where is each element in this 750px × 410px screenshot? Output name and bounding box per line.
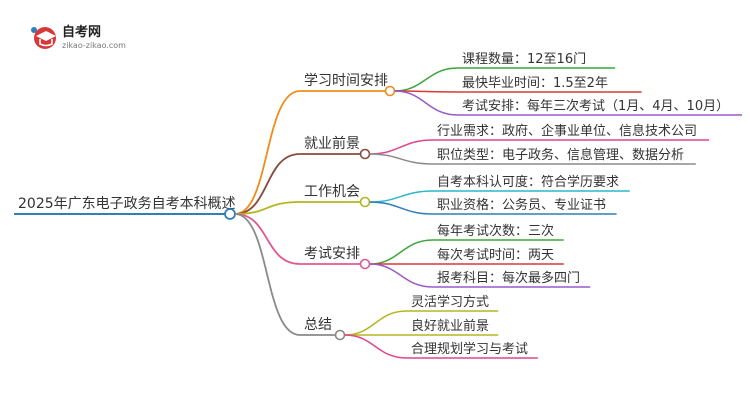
branch-2: 就业前景 行业需求：政府、企事业单位、信息技术公司职位类型：电子政务、信息管理、数… <box>234 123 709 215</box>
leaf-label: 报考科目：每次最多四门 <box>437 270 580 286</box>
leaf-5-3: 合理规划学习与考试 <box>344 334 538 359</box>
leaf-connector <box>369 239 434 265</box>
branch-label: 学习时间安排 <box>304 73 388 89</box>
branch-connector <box>234 201 301 215</box>
leaf-connector <box>369 139 434 155</box>
branch-node <box>334 329 346 341</box>
graduation-cap-icon <box>31 27 56 49</box>
leaf-connector <box>369 190 434 203</box>
leaf-connector <box>344 334 408 359</box>
branch-node <box>384 85 396 97</box>
branch-node <box>359 258 371 270</box>
leaf-connector <box>344 310 408 336</box>
branch-label: 就业前景 <box>304 135 360 152</box>
logo-title: 自考网 <box>62 24 101 40</box>
root-node: 2025年广东电子政务自考本科概述 <box>14 196 236 220</box>
leaf-connector <box>394 67 459 92</box>
leaf-connector <box>369 201 434 215</box>
leaf-2-2: 职位类型：电子政务、信息管理、数据分析 <box>369 147 696 165</box>
leaf-1-3: 考试安排：每年三次考试（1月、4月、10月） <box>394 90 742 116</box>
leaf-connector <box>369 153 434 165</box>
leaf-1-2: 最快毕业时间：1.5至2年 <box>394 76 642 93</box>
leaf-label: 良好就业前景 <box>411 318 489 334</box>
root-label: 2025年广东电子政务自考本科概述 <box>18 196 236 212</box>
branches-layer: 学习时间安排 课程数量：12至16门最快毕业时间：1.5至2年考试安排：每年三次考… <box>234 52 742 359</box>
leaf-label: 职位类型：电子政务、信息管理、数据分析 <box>437 147 684 163</box>
branch-label: 总结 <box>304 317 332 333</box>
leaf-label: 合理规划学习与考试 <box>411 341 528 357</box>
leaf-3-2: 职业资格：公务员、专业证书 <box>369 197 617 215</box>
leaf-label: 灵活学习方式 <box>411 294 489 310</box>
root-connector <box>224 208 236 220</box>
leaf-label: 最快毕业时间：1.5至2年 <box>462 76 608 91</box>
leaf-label: 行业需求：政府、企事业单位、信息技术公司 <box>437 123 697 139</box>
branch-1: 学习时间安排 课程数量：12至16门最快毕业时间：1.5至2年考试安排：每年三次考… <box>234 52 742 215</box>
leaf-label: 每次考试时间：两天 <box>437 247 554 263</box>
logo: 自考网 zikao-zikao.com <box>31 24 126 50</box>
leaf-5-2: 良好就业前景 <box>344 318 499 336</box>
leaf-label: 自考本科认可度：符合学历要求 <box>437 174 619 190</box>
leaf-label: 考试安排：每年三次考试（1月、4月、10月） <box>462 98 729 114</box>
logo-url: zikao-zikao.com <box>62 41 126 50</box>
leaf-4-3: 报考科目：每次最多四门 <box>369 263 591 288</box>
leaf-label: 职业资格：公务员、专业证书 <box>437 197 606 213</box>
leaf-4-2: 每次考试时间：两天 <box>369 247 564 265</box>
branch-node <box>359 196 371 208</box>
branch-connector <box>234 213 301 265</box>
branch-connector <box>234 90 301 215</box>
branch-label: 工作机会 <box>304 184 360 200</box>
branch-connector <box>234 213 301 336</box>
leaf-1-1: 课程数量：12至16门 <box>394 52 616 92</box>
leaf-connector <box>394 90 459 116</box>
branch-node <box>359 148 371 160</box>
branch-label: 考试安排 <box>304 246 360 262</box>
branch-connector <box>234 153 301 215</box>
leaf-label: 课程数量：12至16门 <box>462 52 586 67</box>
leaf-connector <box>369 263 434 288</box>
leaf-label: 每年考试次数：三次 <box>437 223 554 239</box>
